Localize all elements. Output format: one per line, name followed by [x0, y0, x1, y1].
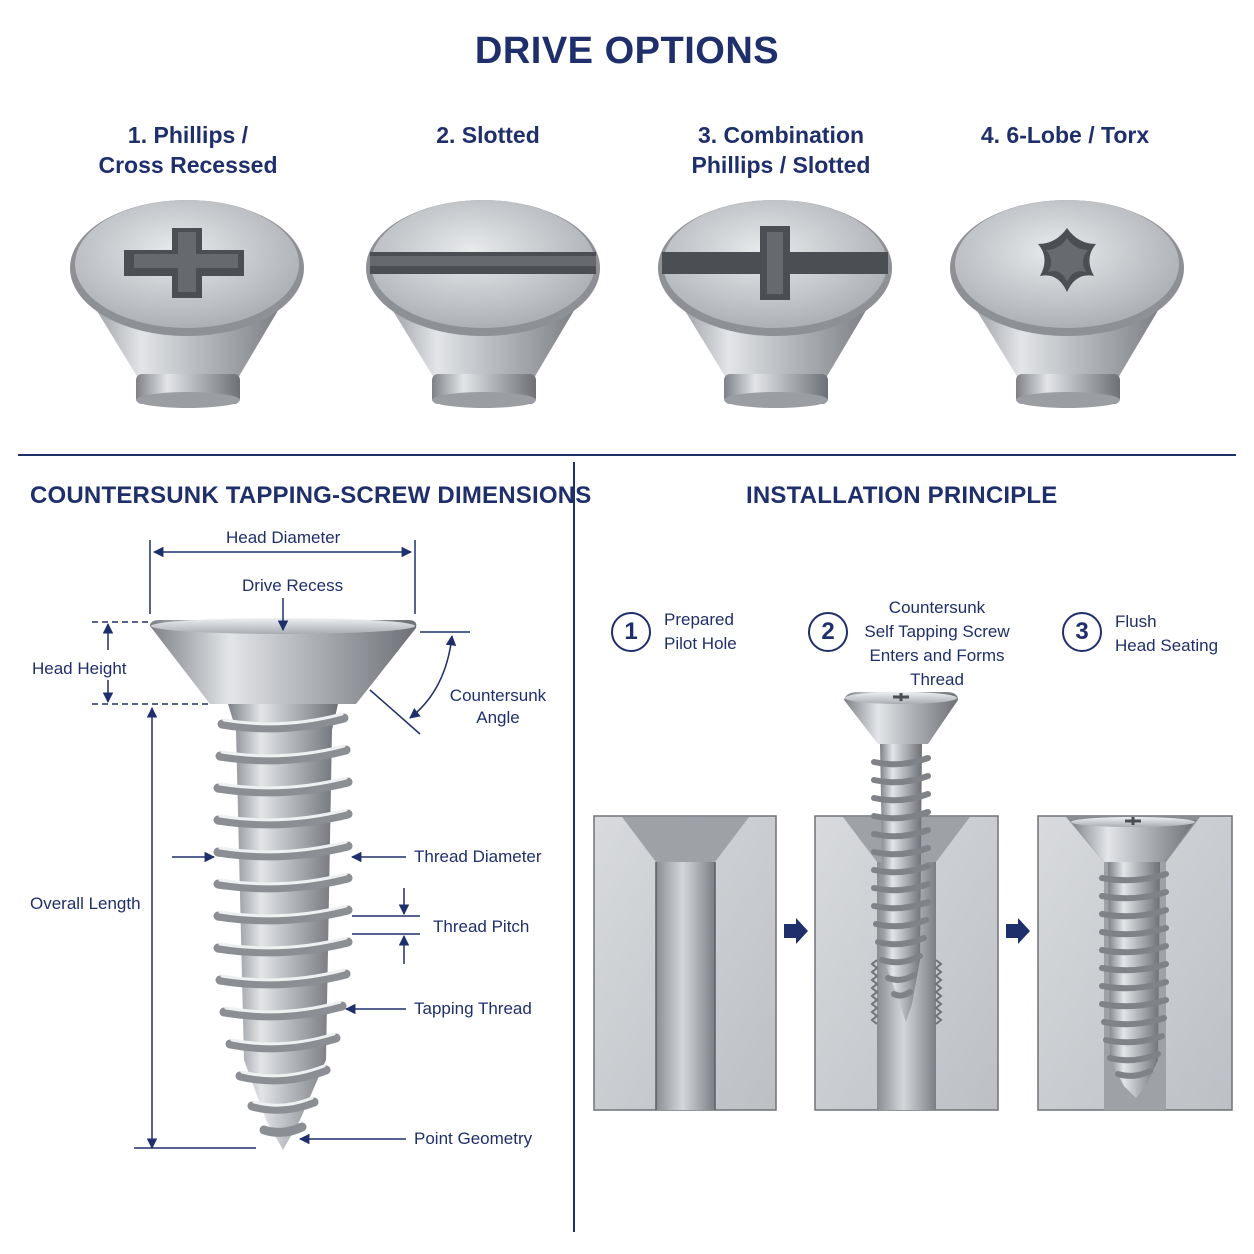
dimensions-title: COUNTERSUNK TAPPING-SCREW DIMENSIONS	[30, 482, 592, 509]
step-number-1: 1	[611, 612, 651, 652]
installation-title: INSTALLATION PRINCIPLE	[746, 482, 1058, 509]
install-panel-flush-seating	[1037, 815, 1233, 1111]
step-text-1: Prepared Pilot Hole	[664, 610, 737, 653]
label-point-geometry: Point Geometry	[414, 1129, 533, 1148]
drive-head-slotted	[366, 200, 600, 408]
drive-head-torx	[950, 200, 1184, 408]
label-overall-length: Overall Length	[30, 894, 141, 913]
dimension-lines	[92, 540, 470, 1150]
install-panel-pilot-hole	[593, 815, 777, 1111]
drive-label-phillips: 1. Phillips / Cross Recessed	[98, 122, 278, 178]
page-title: DRIVE OPTIONS	[474, 30, 780, 72]
step-text-3: Flush Head Seating	[1115, 612, 1219, 655]
step-arrow-2	[1006, 918, 1030, 944]
dimension-screw	[150, 618, 417, 1150]
label-thread-pitch: Thread Pitch	[433, 917, 530, 936]
drive-label-torx: 4. 6-Lobe / Torx	[980, 122, 1150, 148]
label-drive-recess: Drive Recess	[242, 576, 344, 595]
label-head-diameter: Head Diameter	[226, 528, 341, 547]
step-number-2: 2	[808, 612, 848, 652]
step-number-3: 3	[1062, 612, 1102, 652]
drive-head-combination	[658, 200, 892, 408]
step-text-2: Countersunk Self Tapping Screw Enters an…	[864, 598, 1010, 689]
install-panel-screw-entering	[814, 692, 999, 1111]
label-head-height: Head Height	[32, 659, 127, 678]
drive-head-phillips	[70, 200, 304, 408]
label-countersunk-angle: Countersunk Angle	[449, 686, 547, 727]
drive-label-slotted: 2. Slotted	[436, 122, 540, 148]
label-thread-diameter: Thread Diameter	[414, 847, 542, 866]
drive-label-combination: 3. Combination Phillips / Slotted	[691, 122, 871, 178]
label-tapping-thread: Tapping Thread	[414, 999, 532, 1018]
step-arrow-1	[784, 918, 808, 944]
